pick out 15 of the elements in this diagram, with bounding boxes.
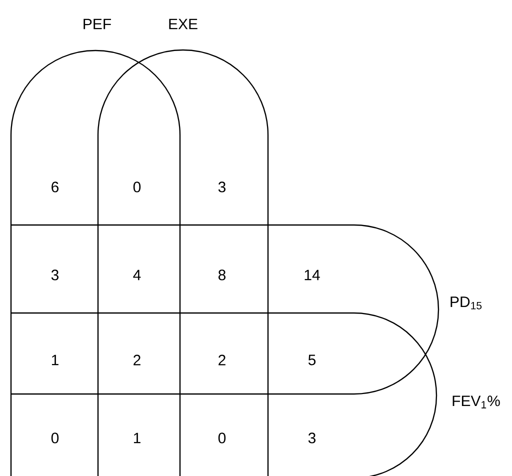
cell-count: 3 [308,432,316,444]
cell-count: 0 [218,432,226,444]
cell-count: 2 [134,354,140,366]
cell-count: 0 [51,432,59,444]
cell-count: 3 [51,270,59,280]
cell-count: 3 [218,182,226,192]
cell-count: 0 [133,182,141,192]
cell-count: 1 [134,432,140,444]
cell-count: 1 [52,354,58,366]
cell-count: 5 [308,354,316,366]
cell-count: 2 [218,354,226,366]
cell-count: 8 [218,270,226,280]
cell-count: 4 [133,270,141,280]
cell-count: 6 [52,182,59,192]
cell-count: 14 [304,270,320,280]
